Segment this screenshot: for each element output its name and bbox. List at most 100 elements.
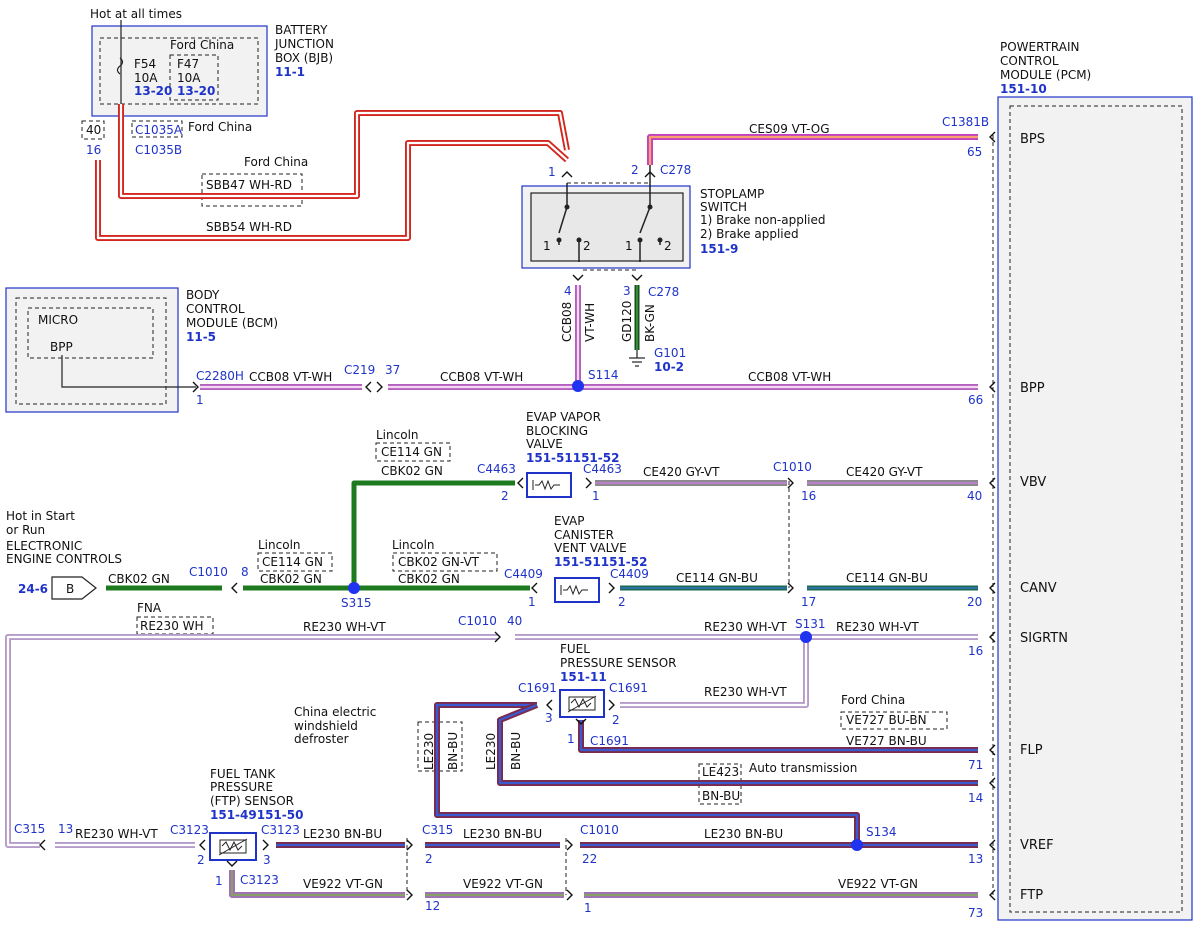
ftp-sensor-icon <box>209 832 257 861</box>
f54-fuse-symbol <box>116 57 124 75</box>
connector-arrow-icon <box>989 631 996 643</box>
hot-start-run-1: Hot in Start <box>6 509 75 523</box>
re230-d-label: RE230 WH-VT <box>75 827 158 841</box>
ce114-a-pin: 17 <box>801 595 816 609</box>
micro-label: MICRO <box>38 313 78 327</box>
g101-label: G101 <box>654 346 686 360</box>
connector-arrow-icon <box>989 889 996 901</box>
connector-arrow-icon <box>406 889 413 901</box>
c4409-right: C4409 <box>610 567 649 581</box>
bps-pin: 65 <box>967 145 982 159</box>
wire-le230-b <box>497 702 978 786</box>
stoplamp-title-3: 1) Brake non-applied <box>700 213 826 227</box>
c315-left-pin: 13 <box>58 822 73 836</box>
pcm-title-3: MODULE (PCM) <box>1000 68 1091 82</box>
le230-b-label: LE230 BN-BU <box>463 827 542 841</box>
ccb08-a-label: CCB08 VT-WH <box>249 370 332 384</box>
connector-arrow-icon <box>566 889 573 901</box>
re230-b-label: RE230 WH-VT <box>704 620 787 634</box>
connector-arrow-icon <box>989 839 996 851</box>
ftp-title-2: PRESSURE <box>210 780 273 794</box>
le230-a-label: LE230 BN-BU <box>303 827 382 841</box>
sbb54-label: SBB54 WH-RD <box>206 220 292 234</box>
connector-arrow-icon <box>989 744 996 756</box>
bpp-label: BPP <box>1020 381 1045 396</box>
s114-splice <box>572 380 584 392</box>
bcm-title-1: BODY <box>186 288 220 302</box>
connector-arrow-icon <box>608 699 615 711</box>
connector-arrow-icon <box>787 477 794 489</box>
connector-arrow-icon <box>989 477 996 489</box>
vt-wh-vertical: VT-WH <box>583 303 597 342</box>
f54-amps: 10A <box>134 71 158 85</box>
c1035a-label: C1035A <box>135 123 183 137</box>
connector-arrow-icon <box>989 131 996 143</box>
ce420-b-label: CE420 GY-VT <box>846 465 923 479</box>
c1035a-box <box>131 120 183 138</box>
bjb-title-2: JUNCTION <box>274 37 334 51</box>
c4409-left-pin: 1 <box>528 595 536 609</box>
s131-label: S131 <box>795 617 826 631</box>
connector-arrow-icon <box>39 839 46 851</box>
stoplamp-title-1: STOPLAMP <box>700 187 764 201</box>
connector-arrow-icon <box>199 839 206 851</box>
sigrtn-pin: 16 <box>968 644 983 658</box>
vbv-pin: 40 <box>967 489 982 503</box>
f47-ref: 13-20 <box>177 84 215 98</box>
evap-cvv-title-1: EVAP <box>554 514 584 528</box>
c1691-right-pin: 2 <box>612 713 620 727</box>
ccb08-b-label: CCB08 VT-WH <box>440 370 523 384</box>
china-defroster-3: defroster <box>294 732 349 746</box>
bcm-ref: 11-5 <box>186 330 216 344</box>
ce114-a-label: CE114 GN-BU <box>676 571 758 585</box>
connector-arrow-icon <box>365 381 372 393</box>
stoplamp-pin-2: 2 <box>631 163 639 177</box>
connector-arrow-icon <box>231 582 238 594</box>
f54-ref: 13-20 <box>134 84 172 98</box>
connector-arrow-icon <box>989 777 996 789</box>
flp-pin: 71 <box>968 758 983 772</box>
ckb02-gn-1: CBK02 GN <box>381 464 443 478</box>
ce114-note-1 <box>375 442 451 462</box>
ce420-a-label: CE420 GY-VT <box>643 465 720 479</box>
s134-label: S134 <box>866 825 897 839</box>
le423-label: LE423 <box>702 765 739 779</box>
fps-title-2: PRESSURE SENSOR <box>560 656 676 670</box>
c315-mid: C315 <box>422 823 453 837</box>
ce114-note-2 <box>257 552 333 572</box>
c1010-vbv: C1010 <box>773 460 812 474</box>
c1010-vbv-pin: 16 <box>801 489 816 503</box>
hot-at-all-times: Hot at all times <box>90 7 182 21</box>
lincoln-2: Lincoln <box>258 538 301 552</box>
c3123-bottom: C3123 <box>240 873 279 887</box>
connector-arrow-icon <box>585 477 592 489</box>
ve922-a-label: VE922 VT-GN <box>303 877 383 891</box>
c4463-right: C4463 <box>583 462 622 476</box>
ce114-gn-2: CE114 GN <box>262 555 323 569</box>
c1010-vref-pin: 22 <box>582 852 597 866</box>
f47-label: F47 <box>177 57 199 71</box>
ve727-note <box>840 711 948 730</box>
c1035a-note: Ford China <box>188 120 252 134</box>
wire-re230-left <box>5 634 498 848</box>
bjb-inner-box <box>99 37 259 105</box>
pin-14: 14 <box>968 791 983 805</box>
ford-china-fuse: Ford China <box>170 38 234 52</box>
wire-sbb47 <box>118 104 570 199</box>
c315-mid-pin: 2 <box>425 852 433 866</box>
bn-bu-vertical-2: BN-BU <box>509 732 523 770</box>
ckb02-gn-2: CBK02 GN <box>108 572 170 586</box>
bpp-pin: 66 <box>968 393 983 407</box>
ces09-label: CES09 VT-OG <box>749 122 830 136</box>
pin-3: 3 <box>623 284 631 298</box>
connector-arrow-icon <box>226 860 238 867</box>
fps-ref: 151-11 <box>560 670 607 684</box>
c1010-vref: C1010 <box>580 823 619 837</box>
connector-arrows <box>39 131 996 901</box>
c2280h-label: C2280H <box>196 369 244 383</box>
ce114-b-label: CE114 GN-BU <box>846 571 928 585</box>
auto-trans-label: Auto transmission <box>749 761 857 775</box>
c1691-left: C1691 <box>518 681 557 695</box>
ftp-ref: 151-49151-50 <box>210 808 303 822</box>
connector-arrow-icon <box>608 582 615 594</box>
